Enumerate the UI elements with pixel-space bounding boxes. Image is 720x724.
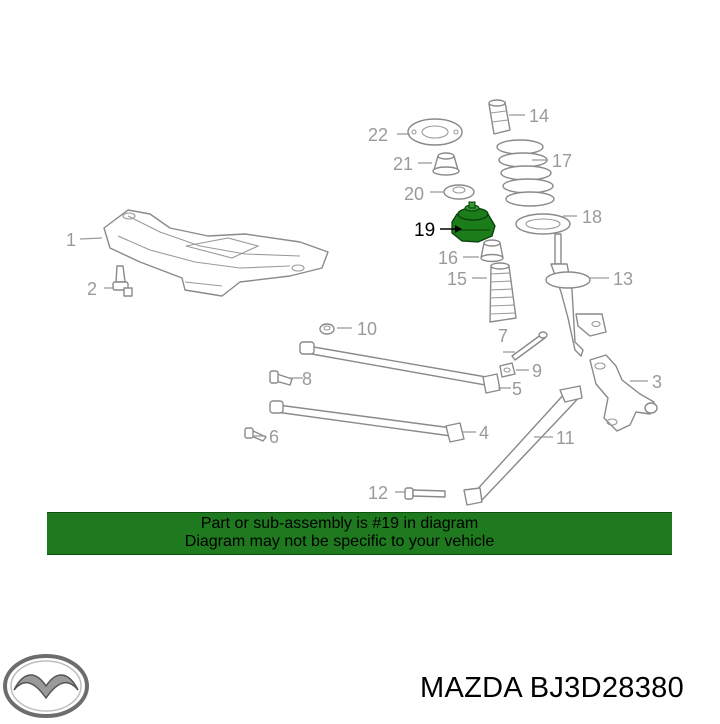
part-bump-stop-16 xyxy=(480,239,504,263)
callout-18: 18 xyxy=(582,207,602,227)
info-banner: Part or sub-assembly is #19 in diagram D… xyxy=(47,512,672,555)
callout-19: 19 xyxy=(414,220,435,241)
callout-5: 5 xyxy=(512,379,522,399)
callout-6: 6 xyxy=(269,427,279,447)
part-mount-plate-22 xyxy=(407,118,463,146)
callout-20: 20 xyxy=(404,184,424,204)
part-bolt-6 xyxy=(244,427,267,442)
callout-12: 12 xyxy=(368,483,388,503)
callout-8: 8 xyxy=(302,369,312,389)
part-bumper-14 xyxy=(488,99,511,135)
part-strut-13 xyxy=(545,233,607,357)
callout-3: 3 xyxy=(652,372,662,392)
part-bolt-7 xyxy=(511,331,548,361)
part-strut-mount-19-highlighted xyxy=(451,201,496,243)
part-dust-boot-15 xyxy=(489,262,517,323)
mazda-logo-icon xyxy=(3,654,89,718)
part-nut-9 xyxy=(499,362,516,378)
callout-17: 17 xyxy=(552,151,572,171)
part-knuckle-3 xyxy=(589,354,658,432)
callout-2: 2 xyxy=(87,279,97,299)
callout-10: 10 xyxy=(357,319,377,339)
banner-line-1: Part or sub-assembly is #19 in diagram xyxy=(200,515,479,532)
callout-4: 4 xyxy=(479,423,489,443)
callout-15: 15 xyxy=(447,269,467,289)
part-lateral-link-upper xyxy=(299,341,501,394)
callout-7: 7 xyxy=(498,326,508,346)
callout-14: 14 xyxy=(529,106,549,126)
part-crossmember xyxy=(103,209,329,297)
part-bushing-10 xyxy=(319,323,335,335)
callout-22: 22 xyxy=(368,125,388,145)
part-coil-spring-17 xyxy=(496,139,555,207)
part-bushing-21 xyxy=(432,152,460,176)
callout-9: 9 xyxy=(532,361,542,381)
callout-1: 1 xyxy=(66,230,76,250)
part-washer-20 xyxy=(443,184,475,200)
callout-16: 16 xyxy=(438,248,458,268)
part-spring-seat-18 xyxy=(515,213,571,235)
callout-21: 21 xyxy=(393,154,413,174)
part-trailing-arm-11 xyxy=(463,385,583,506)
part-bolt-2 xyxy=(112,265,133,297)
part-bolt-8 xyxy=(269,370,293,386)
callout-13: 13 xyxy=(613,269,633,289)
part-bolt-12 xyxy=(404,487,446,500)
callout-11: 11 xyxy=(556,428,575,448)
footer-part-label: MAZDA BJ3D28380 xyxy=(419,672,684,704)
part-lateral-link-lower xyxy=(269,400,465,443)
banner-line-2: Diagram may not be specific to your vehi… xyxy=(184,533,495,550)
